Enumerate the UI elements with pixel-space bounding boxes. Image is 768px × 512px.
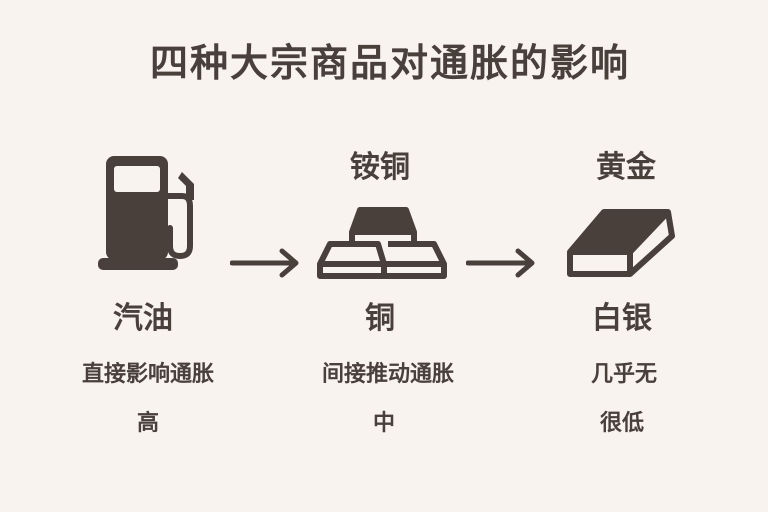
commodity-level: 中 xyxy=(372,411,396,436)
gold-bar-icon xyxy=(567,209,675,277)
arrow-right-icon xyxy=(230,248,299,278)
commodity-name: 汽油 xyxy=(113,301,173,336)
commodity-name: 白银 xyxy=(592,301,652,336)
commodity-effect: 直接影响通胀 xyxy=(81,362,215,387)
fuel-pump-icon xyxy=(98,156,194,270)
commodity-level: 高 xyxy=(136,411,160,436)
commodity-top-name: 铵铜 xyxy=(350,150,410,185)
arrow-right-icon xyxy=(466,248,535,278)
commodity-effect: 几乎无 xyxy=(590,362,658,387)
commodity-top-name: 黄金 xyxy=(596,150,656,185)
commodity-effect: 间接推动通胀 xyxy=(321,362,455,387)
commodity-level: 很低 xyxy=(599,411,645,436)
commodity-name: 铜 xyxy=(365,301,395,336)
stacked-ingots-icon xyxy=(317,207,447,279)
page-title: 四种大宗商品对通胀的影响 xyxy=(150,41,631,85)
